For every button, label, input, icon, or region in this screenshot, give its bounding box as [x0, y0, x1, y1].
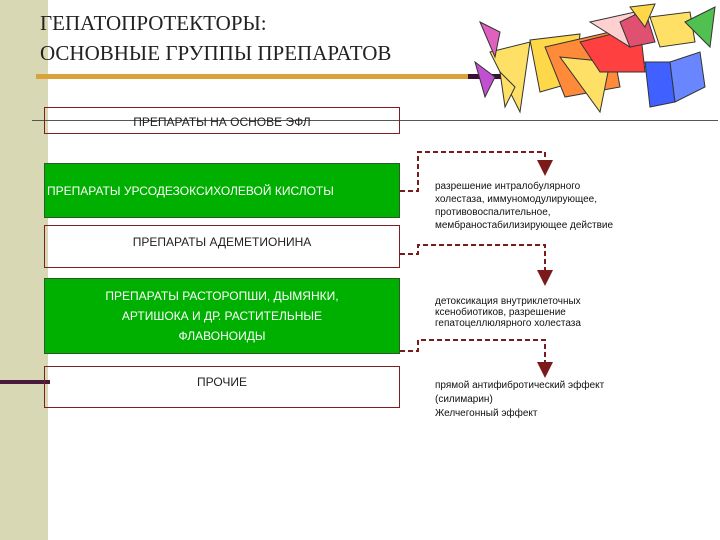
effect-line: (силимарин)	[435, 394, 493, 405]
effect-note-other: прямой антифибротический эффект (силимар…	[435, 379, 695, 421]
effect-line: прямой антифибротический эффект	[435, 380, 605, 391]
sidebar-accent-rule	[0, 380, 50, 384]
effect-line: противовоспалительное,	[435, 207, 551, 218]
group-label: ПРЕПАРАТЫ АДЕМЕТИОНИНА	[132, 235, 312, 249]
slide-title: ГЕПАТОПРОТЕКТОРЫ: ОСНОВНЫЕ ГРУППЫ ПРЕПАР…	[40, 8, 391, 68]
connector-udca	[400, 151, 553, 192]
effect-line: Желчегонный эффект	[435, 408, 538, 419]
left-sidebar-band	[0, 0, 48, 540]
effect-line: мембраностабилизирующее действие	[435, 220, 614, 231]
group-label: ПРЕПАРАТЫ УРСОДЕЗОКСИХОЛЕВОЙ КИСЛОТЫ	[47, 183, 334, 198]
group-box-other: ПРОЧИЕ	[44, 366, 400, 408]
pyramids-clipart-icon	[474, 3, 716, 114]
effect-line: разрешение интралобулярного	[435, 181, 581, 192]
group-box-ademetionine: ПРЕПАРАТЫ АДЕМЕТИОНИНА	[44, 225, 400, 268]
group-label: ПРОЧИЕ	[196, 375, 248, 389]
group-box-udca: ПРЕПАРАТЫ УРСОДЕЗОКСИХОЛЕВОЙ КИСЛОТЫ	[44, 163, 400, 218]
effect-note-herbal: детоксикация внутриклеточных ксенобиотик…	[435, 296, 695, 329]
effect-note-udca: разрешение интралобулярного холестаза, и…	[435, 180, 695, 232]
effect-line: гепатоцеллюлярного холестаза	[435, 318, 581, 329]
title-line-2: ОСНОВНЫЕ ГРУППЫ ПРЕПАРАТОВ	[40, 41, 392, 65]
separator-line	[32, 120, 718, 121]
effect-line: детоксикация внутриклеточных	[435, 296, 581, 307]
group-box-herbal: ПРЕПАРАТЫ РАСТОРОПШИ, ДЫМЯНКИ, АРТИШОКА …	[44, 278, 400, 354]
group-label-line: АРТИШОКА И ДР. РАСТИТЕЛЬНЫЕ	[121, 309, 323, 323]
effect-line: ксенобиотиков, разрешение	[435, 307, 566, 318]
group-box-efl: ПРЕПАРАТЫ НА ОСНОВЕ ЭФЛ	[44, 107, 400, 134]
group-label-line: ПРЕПАРАТЫ РАСТОРОПШИ, ДЫМЯНКИ,	[105, 289, 339, 303]
connector-herbal	[400, 244, 553, 286]
group-label-line: ФЛАВОНОИДЫ	[178, 329, 266, 343]
title-underline	[36, 74, 468, 79]
group-label: ПРЕПАРАТЫ НА ОСНОВЕ ЭФЛ	[133, 115, 311, 129]
effect-line: холестаза, иммуномодулирующее,	[435, 194, 597, 205]
connector-other	[400, 339, 553, 378]
title-line-1: ГЕПАТОПРОТЕКТОРЫ:	[40, 11, 267, 35]
